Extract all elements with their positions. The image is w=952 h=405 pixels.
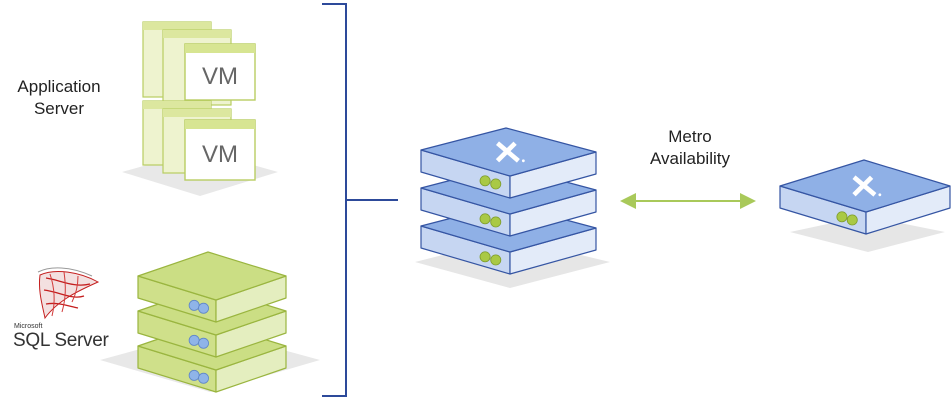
- db-server-2-led-2: [198, 337, 209, 349]
- db-server-2-led-1: [188, 334, 200, 346]
- cluster-node-3-led-2: [490, 254, 502, 266]
- database-server-stack: [100, 251, 320, 393]
- vm-card-2: VM: [184, 119, 256, 181]
- db-server-3-led-1: [188, 369, 200, 381]
- cluster-node-2-led-1: [479, 213, 491, 225]
- db-server-1-led-2: [198, 302, 209, 314]
- nutanix-x-icon: [495, 141, 525, 163]
- vm-label-2: VM: [202, 141, 238, 168]
- cluster-node-1-led-2: [490, 178, 502, 190]
- secondary-node-led-2: [846, 214, 858, 226]
- cluster-node-1-led-1: [479, 175, 491, 187]
- cluster-node-3-led-1: [479, 251, 491, 263]
- metro-availability-label: Metro Availability: [630, 126, 750, 170]
- secondary-node: [779, 159, 951, 235]
- vm-label-1: VM: [202, 63, 238, 90]
- db-server-1-led-1: [188, 299, 200, 311]
- db-server-3-led-2: [198, 372, 209, 384]
- cluster-node-2-led-2: [490, 216, 502, 228]
- db-server-1: [137, 251, 287, 323]
- sql-vendor-text: Microsoft: [14, 323, 43, 330]
- application-server-vms: VM VM: [122, 21, 278, 196]
- cluster-node-1: [420, 127, 597, 199]
- application-server-label-line1: Application: [17, 77, 101, 96]
- sql-product-text: SQL Server: [13, 330, 109, 351]
- sql-server-logo: [37, 267, 100, 320]
- secondary-cluster: [779, 159, 951, 252]
- metro-label-line2: Availability: [649, 149, 730, 168]
- application-server-label: Application Server: [0, 76, 118, 120]
- vm-card-1: VM: [184, 43, 256, 101]
- secondary-node-led-1: [836, 211, 848, 223]
- primary-cluster-stack: [415, 127, 610, 288]
- nutanix-x-icon: [852, 175, 882, 197]
- grouping-bracket: [322, 3, 398, 397]
- metro-label-line1: Metro: [668, 127, 712, 146]
- application-server-label-line2: Server: [33, 99, 85, 118]
